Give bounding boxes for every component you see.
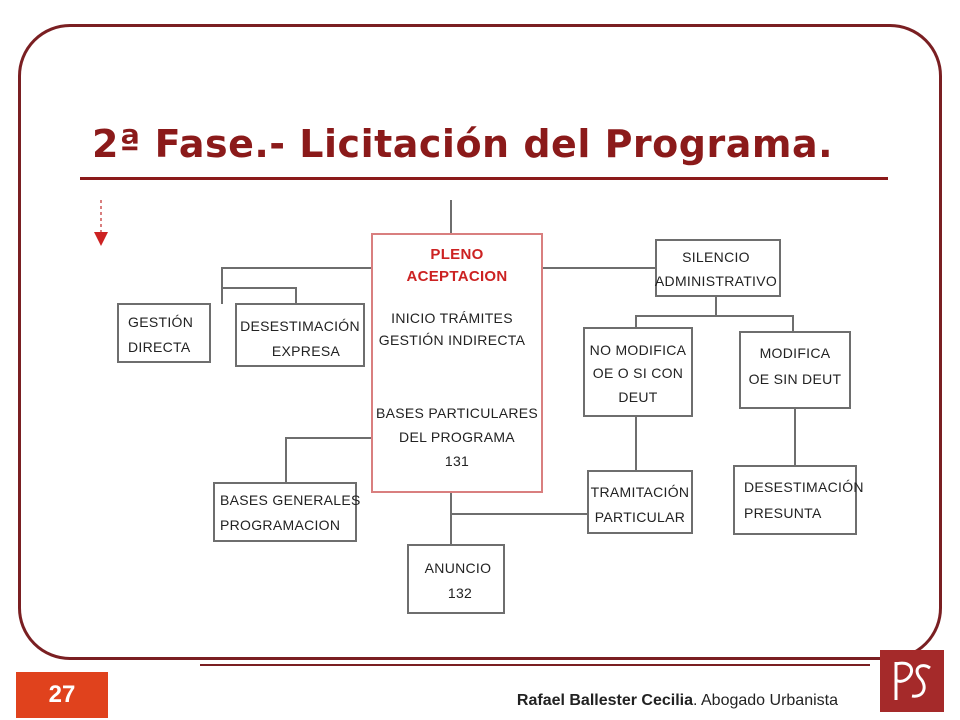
node-label: OE SIN DEUT: [749, 371, 842, 387]
dashed-down-arrow-icon: [94, 200, 108, 246]
ps-logo-mark: [894, 661, 931, 700]
node-gestion-directa: GESTIÓN DIRECTA: [117, 303, 211, 363]
author-role: . Abogado Urbanista: [693, 692, 838, 709]
node-pleno-aceptacion: PLENO ACEPTACION INICIO TRÁMITES GESTIÓN…: [371, 233, 543, 493]
node-bases-generales: BASES GENERALES PROGRAMACION: [213, 482, 361, 542]
node-label: ANUNCIO: [425, 560, 492, 576]
ps-logo-icon: [880, 650, 944, 712]
node-no-modifica: NO MODIFICA OE O SI CON DEUT: [583, 327, 693, 417]
node-label: BASES GENERALES: [220, 492, 361, 508]
page-number-badge: 27: [16, 672, 108, 718]
node-label: OE O SI CON: [593, 365, 683, 381]
center-line: DEL PROGRAMA: [399, 429, 515, 445]
node-label: TRAMITACIÓN: [591, 484, 690, 500]
center-line: 131: [445, 453, 469, 469]
node-label: PARTICULAR: [595, 509, 685, 525]
connector-bases-generales: [285, 437, 372, 483]
connectors: [221, 200, 796, 545]
title-underline: [80, 177, 888, 180]
node-label: PRESUNTA: [744, 505, 822, 521]
node-label: 132: [448, 585, 472, 601]
node-desestimacion-expresa: DESESTIMACIÓN EXPRESA: [235, 303, 365, 367]
node-label: DESESTIMACIÓN: [240, 318, 360, 334]
node-label: DESESTIMACIÓN: [744, 479, 864, 495]
slide-title: 2ª Fase.- Licitación del Programa.: [92, 122, 834, 166]
node-desestimacion-presunta: DESESTIMACIÓN PRESUNTA: [733, 465, 864, 535]
node-label: EXPRESA: [272, 343, 341, 359]
connector-branches: [635, 315, 794, 332]
node-label: ADMINISTRATIVO: [655, 273, 777, 289]
author-credit: Rafael Ballester Cecilia. Abogado Urbani…: [517, 692, 838, 710]
node-tramitacion-particular: TRAMITACIÓN PARTICULAR: [587, 470, 693, 534]
connector-desestimacion-expresa: [222, 287, 297, 304]
node-anuncio: ANUNCIO 132: [407, 544, 505, 614]
node-modifica: MODIFICA OE SIN DEUT: [739, 331, 851, 409]
node-label: MODIFICA: [760, 345, 831, 361]
footer-rule: [200, 664, 870, 666]
node-label: PROGRAMACION: [220, 517, 340, 533]
center-heading-line: ACEPTACION: [406, 268, 507, 285]
node-label: NO MODIFICA: [590, 342, 687, 358]
center-heading-line: PLENO: [430, 246, 483, 263]
center-line: BASES PARTICULARES: [376, 405, 538, 421]
node-silencio-administrativo: SILENCIO ADMINISTRATIVO: [655, 239, 781, 297]
center-line: GESTIÓN INDIRECTA: [379, 332, 526, 348]
slide-frame: [18, 24, 942, 660]
connector-gestion-directa: [221, 267, 372, 304]
node-label: SILENCIO: [682, 249, 750, 265]
node-label: DIRECTA: [128, 339, 191, 355]
center-line: INICIO TRÁMITES: [391, 310, 513, 326]
author-name: Rafael Ballester Cecilia: [516, 692, 693, 709]
node-label: DEUT: [618, 389, 657, 405]
node-label: GESTIÓN: [128, 314, 193, 330]
